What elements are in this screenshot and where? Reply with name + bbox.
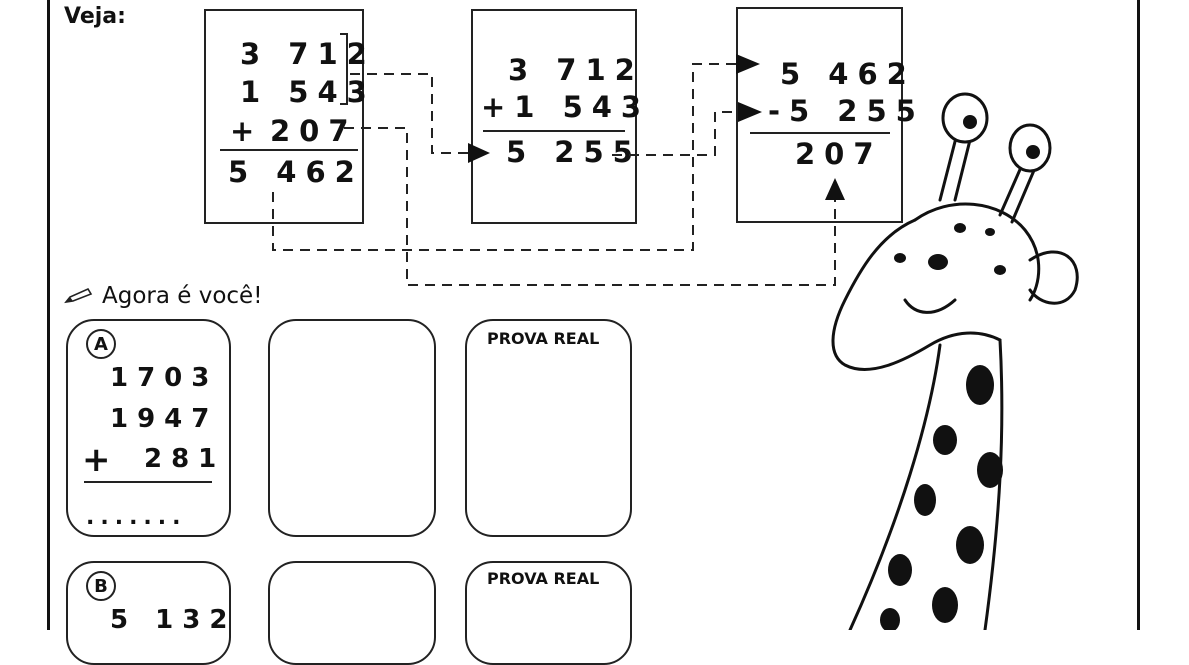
exercise-a-proof-box[interactable]: PROVA REAL bbox=[465, 319, 632, 537]
exercise-b-letter: B bbox=[86, 571, 116, 601]
page-title: Veja: bbox=[64, 4, 126, 29]
example-box-partial-sum: 3 712 +1 543 5 255 bbox=[471, 9, 641, 224]
exercise-a-row-1: 1703 bbox=[110, 363, 219, 393]
example-box-sum: 3 712 1 543 + 207 5 462 bbox=[204, 9, 367, 224]
sum-row-1: 3 712 bbox=[240, 37, 376, 71]
proof-line bbox=[750, 132, 890, 134]
sum-line bbox=[220, 149, 358, 151]
instruction-text: Agora é você! bbox=[102, 283, 263, 309]
proof-result: 207 bbox=[795, 137, 883, 171]
exercise-a-letter: A bbox=[86, 329, 116, 359]
exercise-a-work-box[interactable] bbox=[268, 319, 436, 537]
exercise-a-line bbox=[84, 481, 212, 483]
page-border-right bbox=[1137, 0, 1140, 630]
exercise-a-box: A 1703 1947 + 281 ....... bbox=[66, 319, 231, 537]
arrow-to-partial-result bbox=[468, 143, 490, 163]
sum-row-3: 207 bbox=[270, 114, 358, 148]
partial-row-1: 3 712 bbox=[508, 53, 644, 87]
example-box-proof: 5 462 -5 255 207 bbox=[736, 7, 916, 223]
connector-arrows bbox=[272, 33, 845, 286]
instruction: Agora é você! bbox=[64, 283, 262, 309]
giraffe-icon bbox=[831, 92, 1079, 630]
arrow-to-proof-result bbox=[825, 178, 845, 200]
exercise-a-row-3: 281 bbox=[144, 444, 226, 474]
arrow-to-proof-row-2 bbox=[738, 102, 762, 122]
proof-row-1: 5 462 bbox=[780, 57, 916, 91]
exercise-b-proof-label: PROVA REAL bbox=[487, 569, 600, 588]
exercise-a-sign: + bbox=[82, 440, 120, 480]
exercise-b-row-1: 5 132 bbox=[110, 605, 237, 635]
partial-result: 5 255 bbox=[506, 135, 642, 169]
partial-row-2: +1 543 bbox=[481, 90, 651, 124]
exercise-a-row-2: 1947 bbox=[110, 404, 219, 434]
sum-row-2: 1 543 bbox=[240, 75, 376, 109]
page-border-left bbox=[47, 0, 50, 630]
exercise-a-answer[interactable]: ....... bbox=[86, 505, 187, 530]
exercise-a-proof-label: PROVA REAL bbox=[487, 329, 600, 348]
pencil-icon bbox=[64, 287, 93, 304]
sum-result: 5 462 bbox=[228, 155, 364, 189]
arrow-to-proof-row-1 bbox=[736, 54, 760, 74]
proof-row-2: -5 255 bbox=[768, 94, 925, 128]
sum-sign: + bbox=[230, 114, 264, 148]
partial-line bbox=[483, 130, 625, 132]
